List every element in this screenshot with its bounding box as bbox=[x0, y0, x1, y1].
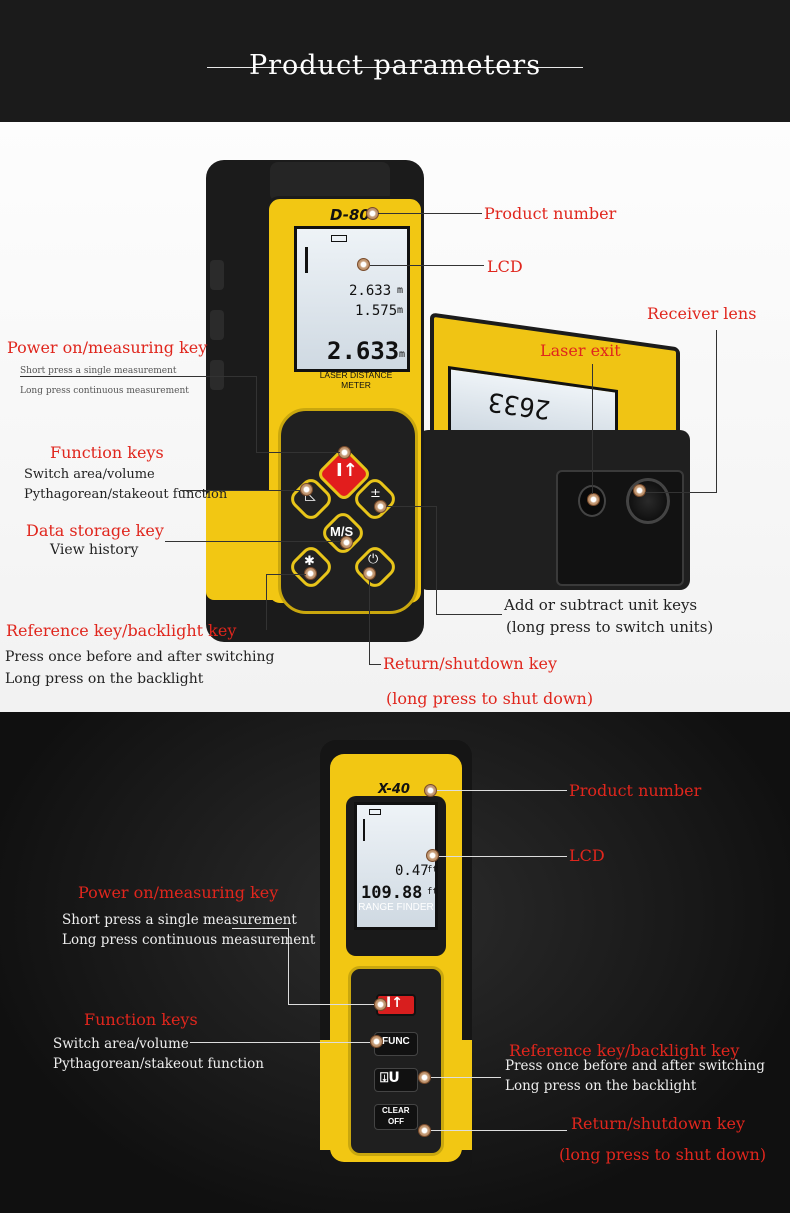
power-icon: ⏻ bbox=[368, 552, 379, 567]
label-lcd: LCD bbox=[487, 257, 523, 276]
label-receiver-lens: Receiver lens bbox=[647, 304, 757, 323]
label-laser-exit: Laser exit bbox=[540, 341, 621, 360]
header-rule bbox=[207, 67, 583, 68]
label-function-keys: Function keys bbox=[84, 1010, 198, 1029]
dot-lcd bbox=[357, 258, 370, 271]
band-label: RANGE FINDER bbox=[358, 902, 434, 913]
dot-reference bbox=[304, 567, 317, 580]
dot-return bbox=[418, 1124, 431, 1137]
label-power-key: Power on/measuring key bbox=[7, 338, 208, 357]
label-lcd: LCD bbox=[569, 846, 605, 865]
dot-reference bbox=[418, 1071, 431, 1084]
dot-function bbox=[370, 1035, 383, 1048]
label-function-keys: Function keys bbox=[50, 443, 164, 462]
reference-icon: ⍗U bbox=[380, 1070, 400, 1086]
function-desc-2: Pythagorean/stakeout function bbox=[24, 487, 228, 502]
dot-function bbox=[300, 483, 313, 496]
clear-key-label: CLEAR bbox=[382, 1106, 410, 1115]
label-return-key: Return/shutdown key bbox=[571, 1114, 746, 1133]
dot-data-storage bbox=[340, 536, 353, 549]
label-product-number: Product number bbox=[569, 781, 702, 800]
function-desc-1: Switch area/volume bbox=[24, 467, 155, 482]
reference-backlight-key[interactable] bbox=[374, 1068, 418, 1092]
func-key-label: FUNC bbox=[382, 1036, 410, 1047]
ms-key-label: M/S bbox=[330, 524, 354, 539]
unit-key-label: ± bbox=[370, 486, 381, 501]
band-label: LASER DISTANCE METER bbox=[319, 370, 393, 390]
device-x40: X-40 0.47 ft 109.88 ft RANGE FINDER I↑ F… bbox=[320, 740, 472, 1176]
label-reference-key: Reference key/backlight key bbox=[6, 621, 237, 640]
data-storage-desc: View history bbox=[50, 542, 139, 558]
add-subtract-desc-2: (long press to switch units) bbox=[506, 618, 714, 636]
return-desc: (long press to shut down) bbox=[386, 689, 594, 708]
reference-desc-2: Long press on the backlight bbox=[505, 1078, 697, 1094]
device-d80: D-80 2.633 m 1.575 m 2.633 m LASER DISTA… bbox=[206, 160, 424, 642]
label-power-key: Power on/measuring key bbox=[78, 883, 279, 902]
label-reference-key: Reference key/backlight key bbox=[509, 1041, 740, 1060]
battery-icon bbox=[331, 235, 347, 242]
dot-receiver bbox=[633, 484, 646, 497]
model-label: D-80 bbox=[330, 206, 370, 224]
return-desc: (long press to shut down) bbox=[559, 1145, 767, 1164]
power-key-desc-1: Short press a single measurement bbox=[20, 366, 177, 376]
function-desc-2: Pythagorean/stakeout function bbox=[53, 1056, 265, 1072]
model-label: X-40 bbox=[378, 782, 410, 797]
label-data-storage: Data storage key bbox=[26, 521, 164, 540]
dot-return bbox=[363, 567, 376, 580]
reference-desc-1: Press once before and after switching bbox=[5, 649, 275, 665]
add-subtract-desc-1: Add or subtract unit keys bbox=[504, 596, 698, 614]
back-device: 2633 bbox=[418, 312, 690, 592]
off-key-label: OFF bbox=[388, 1117, 404, 1126]
header-banner bbox=[0, 0, 790, 122]
lcd-screen: 0.47 ft 109.88 ft bbox=[354, 802, 438, 930]
measure-icon: I↑ bbox=[386, 995, 403, 1011]
power-key-desc-2: Long press continuous measurement bbox=[20, 386, 189, 396]
return-shutdown-key[interactable] bbox=[374, 1104, 418, 1130]
power-key-desc-2: Long press continuous measurement bbox=[62, 932, 316, 948]
label-product-number: Product number bbox=[484, 204, 617, 223]
label-return-key: Return/shutdown key bbox=[383, 654, 558, 673]
measure-icon: I↑ bbox=[336, 460, 358, 481]
dot-laser bbox=[587, 493, 600, 506]
function-desc-1: Switch area/volume bbox=[53, 1036, 189, 1052]
reference-desc-2: Long press on the backlight bbox=[5, 671, 204, 687]
power-key-desc-1: Short press a single measurement bbox=[62, 912, 297, 928]
page-title: Product parameters bbox=[248, 50, 542, 81]
dot-lcd bbox=[426, 849, 439, 862]
reference-desc-1: Press once before and after switching bbox=[505, 1058, 765, 1074]
dot-power bbox=[374, 998, 387, 1011]
battery-icon bbox=[369, 809, 381, 815]
backlight-icon: ✱ bbox=[304, 554, 315, 569]
triangle-icon: ◺ bbox=[305, 487, 316, 503]
lcd-screen: 2.633 m 1.575 m 2.633 m bbox=[294, 226, 410, 372]
dot-product-number bbox=[424, 784, 437, 797]
